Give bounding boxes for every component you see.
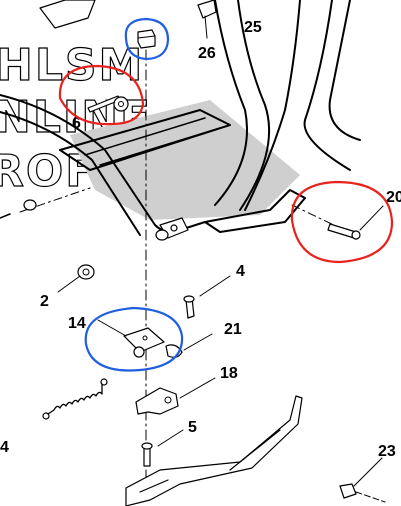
leader-4 (199, 275, 231, 297)
callout-20: 20 (386, 189, 401, 206)
pin-left (0, 213, 11, 219)
grommet-center (155, 229, 169, 241)
callout-labels: 25 26 6 20 4 2 14 21 18 5 4 23 (0, 19, 401, 460)
bushing-2 (77, 264, 95, 280)
bolt-23 (339, 483, 357, 499)
frame-down-tube-left-2 (237, 0, 271, 211)
highlight-red-bolt-20 (290, 180, 394, 264)
kickstand (125, 395, 303, 506)
callout-5: 5 (188, 419, 197, 436)
leader-2 (57, 275, 81, 293)
washer-6-hole (118, 101, 124, 107)
top-nut (137, 29, 156, 49)
frame-left-rail-lower (0, 111, 141, 236)
callout-18: 18 (220, 365, 238, 382)
clip-part-26 (197, 0, 217, 19)
washer-6 (113, 96, 129, 112)
callout-6: 6 (72, 115, 81, 132)
frame-down-tube-right (244, 0, 301, 211)
frame-top-clip (39, 0, 96, 29)
frame-rear-bracket (204, 189, 306, 233)
leader-14 (97, 319, 127, 337)
frame-cross-detail (84, 117, 221, 166)
callout-2: 2 (40, 293, 49, 310)
spring-hook-right (100, 378, 108, 386)
bracket-18-hole (164, 396, 172, 404)
spring (47, 383, 103, 415)
spring-hook-left (42, 412, 50, 420)
bolt-5-head (141, 442, 153, 450)
top-nut-edge (137, 35, 156, 39)
callout-25: 25 (244, 19, 262, 36)
highlight-blue-plate-14 (84, 306, 184, 372)
bolt-20-head (351, 230, 361, 240)
frame-cross-member (59, 109, 231, 171)
callout-21: 21 (224, 321, 242, 338)
leader-21 (183, 333, 213, 351)
plate-14-hole (142, 335, 148, 341)
bracket-18 (135, 387, 179, 415)
highlight-red-bolt-6 (58, 64, 145, 126)
plate-14-stud (133, 346, 145, 358)
leader-20 (359, 205, 384, 231)
leader-26 (204, 15, 208, 39)
callout-4-left: 4 (0, 439, 9, 456)
grommet-left (23, 199, 37, 211)
callout-14: 14 (68, 315, 86, 332)
highlight-blue-top-nut (124, 17, 170, 61)
bolt-23-axis (355, 491, 386, 503)
frame-right-tube (328, 0, 361, 141)
screw-4-head (183, 295, 195, 303)
callout-23: 23 (378, 443, 396, 460)
callout-4: 4 (236, 263, 245, 280)
leader-23 (353, 457, 383, 487)
frame-tab-hole (170, 224, 178, 232)
frame-down-tube-left (214, 0, 248, 206)
callout-26: 26 (198, 45, 216, 62)
frame-down-tube-right-2 (303, 0, 351, 171)
leader-18 (179, 377, 216, 399)
parts (0, 29, 386, 506)
bushing-2-hole (82, 268, 90, 276)
highlight-annotations (58, 17, 394, 372)
leader-5 (157, 429, 184, 447)
kickstand-detail (139, 429, 281, 493)
frame (0, 0, 361, 239)
leader-lines (57, 15, 384, 487)
watermark-line-1: HLSM (0, 40, 144, 91)
